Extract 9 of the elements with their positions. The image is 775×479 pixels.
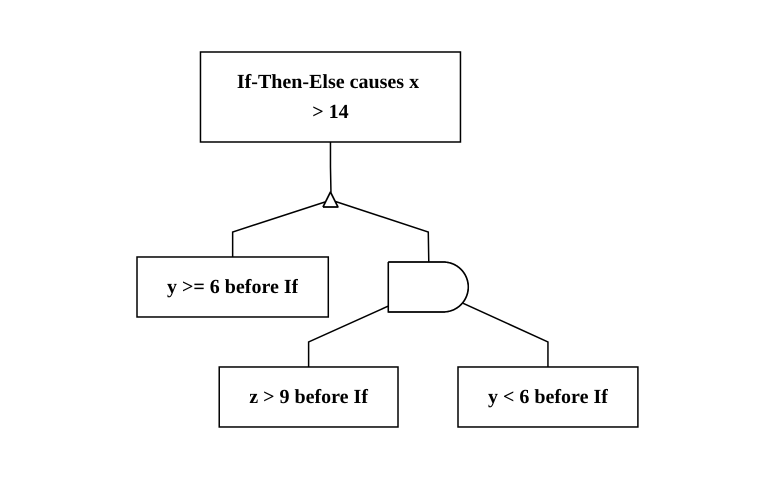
connector (335, 200, 430, 262)
connector (462, 302, 549, 367)
node-box: y >= 6 before If (136, 256, 330, 318)
connector (330, 142, 332, 193)
connector (232, 200, 327, 257)
connector (308, 305, 390, 367)
node-box: z > 9 before If (218, 366, 399, 428)
node-box: y < 6 before If (457, 366, 639, 428)
node-box: If-Then-Else causes x > 14 (200, 51, 462, 143)
